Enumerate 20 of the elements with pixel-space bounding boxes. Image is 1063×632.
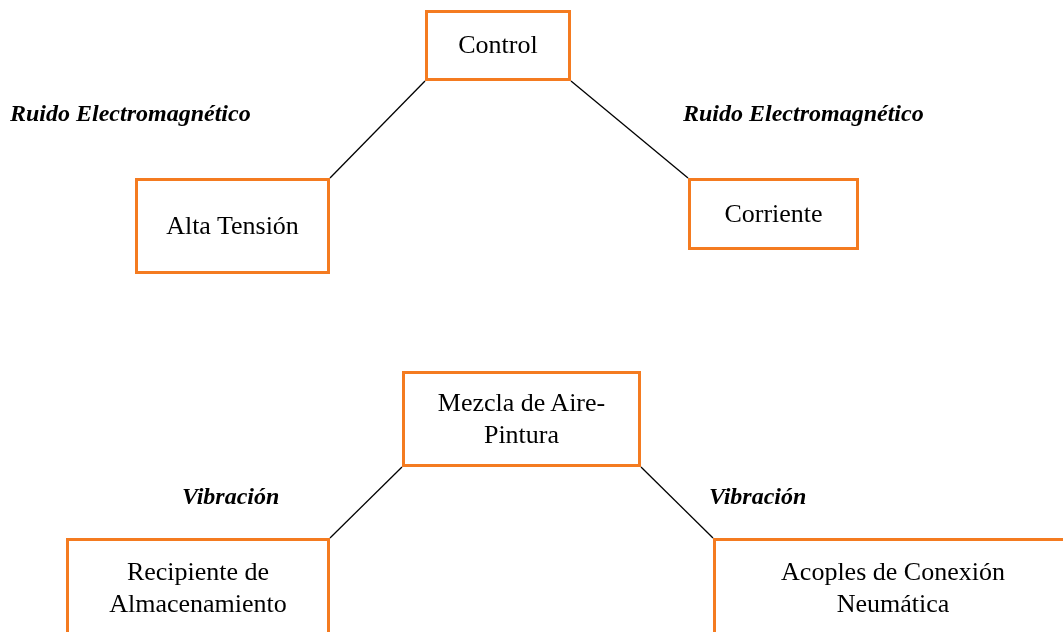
connector-line bbox=[570, 80, 689, 179]
box-label: Control bbox=[458, 29, 538, 62]
box-label: Recipiente de Almacenamiento bbox=[108, 555, 288, 620]
text-box bbox=[402, 371, 641, 467]
text-box bbox=[713, 538, 1063, 632]
text-box bbox=[425, 10, 571, 81]
text-box bbox=[135, 178, 330, 274]
connector-line bbox=[329, 466, 403, 539]
box-label: Mezcla de Aire-Pintura bbox=[436, 386, 607, 451]
box-label: Alta Tensión bbox=[166, 209, 299, 242]
text-box bbox=[688, 178, 859, 250]
box-label: Corriente bbox=[724, 197, 823, 230]
connector-line bbox=[640, 466, 714, 539]
edge-label: Vibración bbox=[182, 482, 280, 510]
connector-line bbox=[329, 80, 426, 179]
edge-label: Ruido Electromagnético bbox=[10, 99, 251, 127]
edge-label: Ruido Electromagnético bbox=[683, 99, 924, 127]
box-label: Acoples de Conexión Neumática bbox=[780, 555, 1006, 620]
edge-label: Vibración bbox=[709, 482, 807, 510]
text-box bbox=[66, 538, 330, 632]
